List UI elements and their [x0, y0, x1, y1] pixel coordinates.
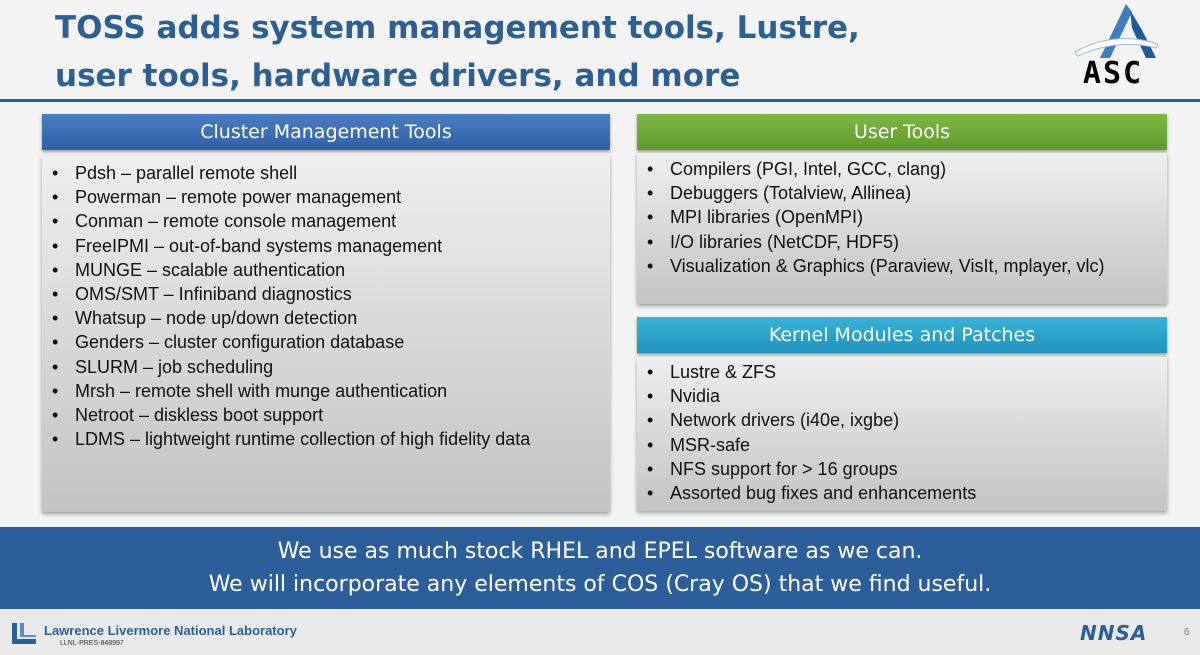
- list-item: I/O libraries (NetCDF, HDF5): [637, 230, 1167, 254]
- list-item: FreeIPMI – out-of-band systems managemen…: [42, 234, 610, 258]
- slide-title: TOSS adds system management tools, Lustr…: [55, 4, 1035, 100]
- cluster-management-panel: Pdsh – parallel remote shell Powerman – …: [42, 156, 610, 512]
- list-item: Pdsh – parallel remote shell: [42, 161, 610, 185]
- title-divider: [0, 99, 1200, 102]
- kernel-modules-list: Lustre & ZFS Nvidia Network drivers (i40…: [637, 360, 1167, 505]
- banner-line-1: We use as much stock RHEL and EPEL softw…: [277, 539, 923, 564]
- kernel-modules-header: Kernel Modules and Patches: [637, 317, 1167, 353]
- document-id: LLNL-PRES-848997: [60, 640, 124, 647]
- banner-line-2: We will incorporate any elements of COS …: [208, 572, 992, 597]
- list-item: NFS support for > 16 groups: [637, 457, 1167, 481]
- llnl-logo-icon: [12, 623, 36, 644]
- list-item: Nvidia: [637, 384, 1167, 408]
- slide-title-line-2: user tools, hardware drivers, and more: [55, 58, 741, 94]
- slide-footer: Lawrence Livermore National Laboratory L…: [0, 609, 1200, 655]
- page-number: 6: [1184, 627, 1190, 638]
- nnsa-logo: NNSA: [1080, 621, 1148, 645]
- cluster-management-header: Cluster Management Tools: [42, 114, 610, 150]
- list-item: LDMS – lightweight runtime collection of…: [42, 427, 610, 451]
- list-item: Assorted bug fixes and enhancements: [637, 481, 1167, 505]
- list-item: Lustre & ZFS: [637, 360, 1167, 384]
- list-item: Powerman – remote power management: [42, 185, 610, 209]
- list-item: Netroot – diskless boot support: [42, 403, 610, 427]
- list-item: Debuggers (Totalview, Allinea): [637, 181, 1167, 205]
- user-tools-list: Compilers (PGI, Intel, GCC, clang) Debug…: [637, 157, 1167, 278]
- list-item: MUNGE – scalable authentication: [42, 258, 610, 282]
- kernel-modules-panel: Lustre & ZFS Nvidia Network drivers (i40…: [637, 357, 1167, 511]
- list-item: Mrsh – remote shell with munge authentic…: [42, 379, 610, 403]
- list-item: Network drivers (i40e, ixgbe): [637, 408, 1167, 432]
- summary-banner: We use as much stock RHEL and EPEL softw…: [0, 527, 1200, 609]
- list-item: Genders – cluster configuration database: [42, 330, 610, 354]
- list-item: Conman – remote console management: [42, 209, 610, 233]
- cluster-management-list: Pdsh – parallel remote shell Powerman – …: [42, 161, 610, 452]
- list-item: Compilers (PGI, Intel, GCC, clang): [637, 157, 1167, 181]
- asc-logo: ASC: [1060, 0, 1160, 98]
- list-item: Whatsup – node up/down detection: [42, 306, 610, 330]
- user-tools-panel: Compilers (PGI, Intel, GCC, clang) Debug…: [637, 153, 1167, 304]
- list-item: OMS/SMT – Infiniband diagnostics: [42, 282, 610, 306]
- list-item: SLURM – job scheduling: [42, 355, 610, 379]
- asc-delta-logo-icon: [1074, 4, 1159, 58]
- slide-title-line-1: TOSS adds system management tools, Lustr…: [55, 10, 860, 46]
- list-item: Visualization & Graphics (Paraview, VisI…: [637, 254, 1167, 278]
- list-item: MPI libraries (OpenMPI): [637, 205, 1167, 229]
- lab-name: Lawrence Livermore National Laboratory: [44, 623, 297, 638]
- list-item: MSR-safe: [637, 433, 1167, 457]
- user-tools-header: User Tools: [637, 114, 1167, 150]
- asc-logo-text: ASC: [1082, 56, 1144, 91]
